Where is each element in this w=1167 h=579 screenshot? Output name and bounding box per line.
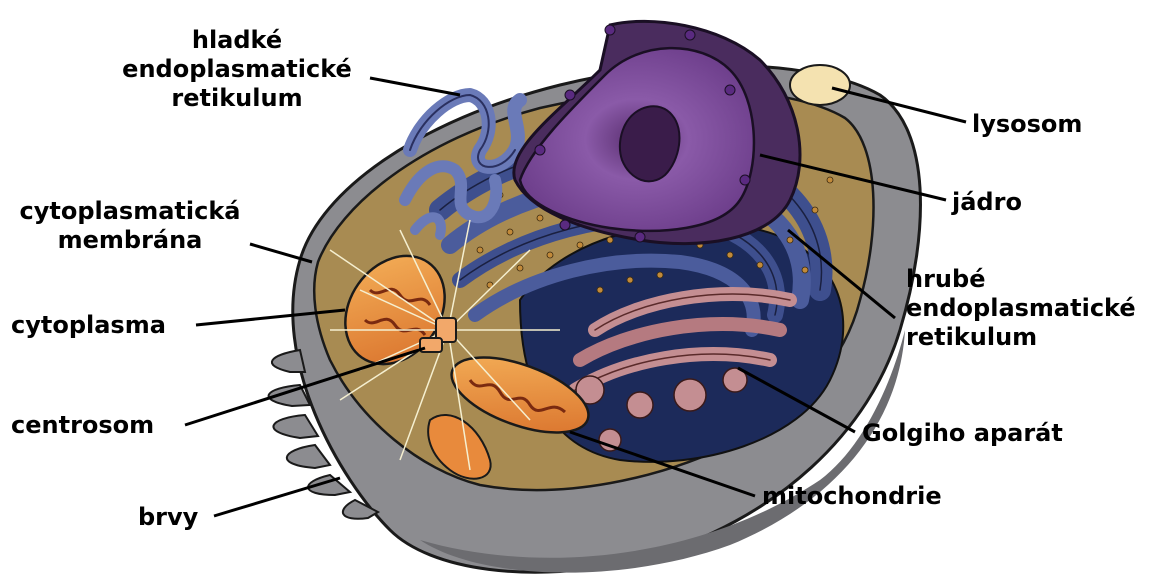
label-lysosome: lysosom	[972, 110, 1082, 139]
label-mitochondria: mitochondrie	[762, 482, 942, 511]
lysosome-shape	[790, 65, 850, 105]
label-nucleus: jádro	[952, 188, 1022, 217]
label-cytoplasm: cytoplasma	[11, 311, 166, 340]
label-smooth-er-line3: retikulum	[108, 84, 366, 113]
label-rough-er-line2: endoplasmatické	[906, 294, 1136, 323]
label-rough-er: hrubé endoplasmatické retikulum	[906, 265, 1136, 352]
label-rough-er-line3: retikulum	[906, 323, 1136, 352]
label-smooth-er-line2: endoplasmatické	[108, 55, 366, 84]
label-membrane-line1: cytoplasmatická	[6, 197, 254, 226]
label-smooth-er-line1: hladké	[108, 26, 366, 55]
label-centrosome: centrosom	[11, 411, 154, 440]
label-golgi: Golgiho aparát	[862, 419, 1063, 448]
label-membrane-line2: membrána	[6, 226, 254, 255]
nucleus-shape	[514, 21, 800, 243]
label-cilia: brvy	[138, 503, 198, 532]
label-smooth-er: hladké endoplasmatické retikulum	[108, 26, 366, 113]
label-rough-er-line1: hrubé	[906, 265, 1136, 294]
label-membrane: cytoplasmatická membrána	[6, 197, 254, 255]
